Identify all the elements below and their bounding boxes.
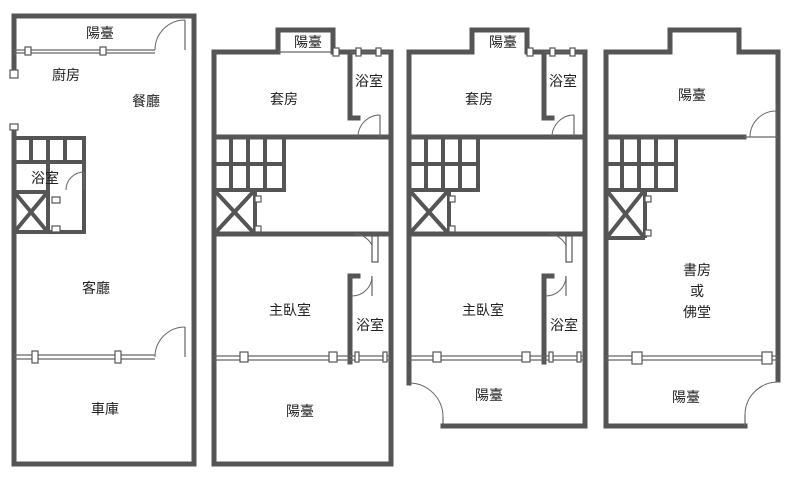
floor-3-master-label: 主臥室 (462, 302, 504, 318)
floor-3-outer-wall (467, 27, 588, 429)
floor-4-balcony-top-label: 陽臺 (678, 87, 706, 103)
floor-2-master-label: 主臥室 (269, 302, 311, 318)
floor-1-garage-door (154, 326, 186, 358)
floor-3-bathroom-bottom-label: 浴室 (550, 317, 578, 333)
floor-2-suite-label: 套房 (270, 91, 298, 107)
floor-4-outer-wall (667, 27, 781, 383)
floor-1-kitchen-label: 廚房 (52, 67, 80, 83)
floor-4-study-label-2: 或 (690, 283, 704, 299)
floor-1: 陽臺 廚房 餐廳 浴室 客廳 車庫 (9, 13, 197, 467)
floor-3-bathroom-top-label: 浴室 (549, 73, 577, 89)
floor-2-outer-wall (211, 27, 394, 467)
floor-1-living-label: 客廳 (82, 280, 110, 296)
floor-3: 陽臺 套房 浴室 主臥室 浴室 陽臺 (406, 27, 588, 429)
floor-3-balcony-bottom-label: 陽臺 (475, 387, 503, 403)
floor-4-balcony-bottom-label: 陽臺 (672, 389, 700, 405)
floor-2: 陽臺 套房 浴室 主臥室 浴室 陽臺 (211, 27, 394, 467)
floor-2-bathroom-bottom-label: 浴室 (356, 317, 384, 333)
floor-1-garage-label: 車庫 (91, 401, 119, 417)
floor-1-stairs (14, 136, 86, 234)
floor-1-balcony-label: 陽臺 (86, 25, 114, 41)
floor-2-bathroom-top-label: 浴室 (355, 73, 383, 89)
floor-3-stairs (409, 135, 480, 234)
floor-3-suite-label: 套房 (465, 91, 493, 107)
floor-1-dining-label: 餐廳 (132, 93, 160, 109)
floor-2-balcony-bottom-label: 陽臺 (286, 403, 314, 419)
floor-1-outer-wall (11, 13, 197, 467)
floor-4: 陽臺 書房 或 佛堂 陽臺 (603, 27, 781, 429)
floor-1-bathroom-label: 浴室 (31, 170, 59, 186)
floor-4-study-label-1: 書房 (683, 262, 711, 278)
floor-4-study-label-3: 佛堂 (683, 304, 711, 320)
floor-1-balcony-door (154, 19, 186, 51)
floor-2-balcony-top-label: 陽臺 (294, 34, 322, 50)
floor-2-stairs (214, 135, 286, 234)
floor-3-balcony-top-label: 陽臺 (489, 34, 517, 50)
floor-4-stairs (606, 135, 678, 240)
